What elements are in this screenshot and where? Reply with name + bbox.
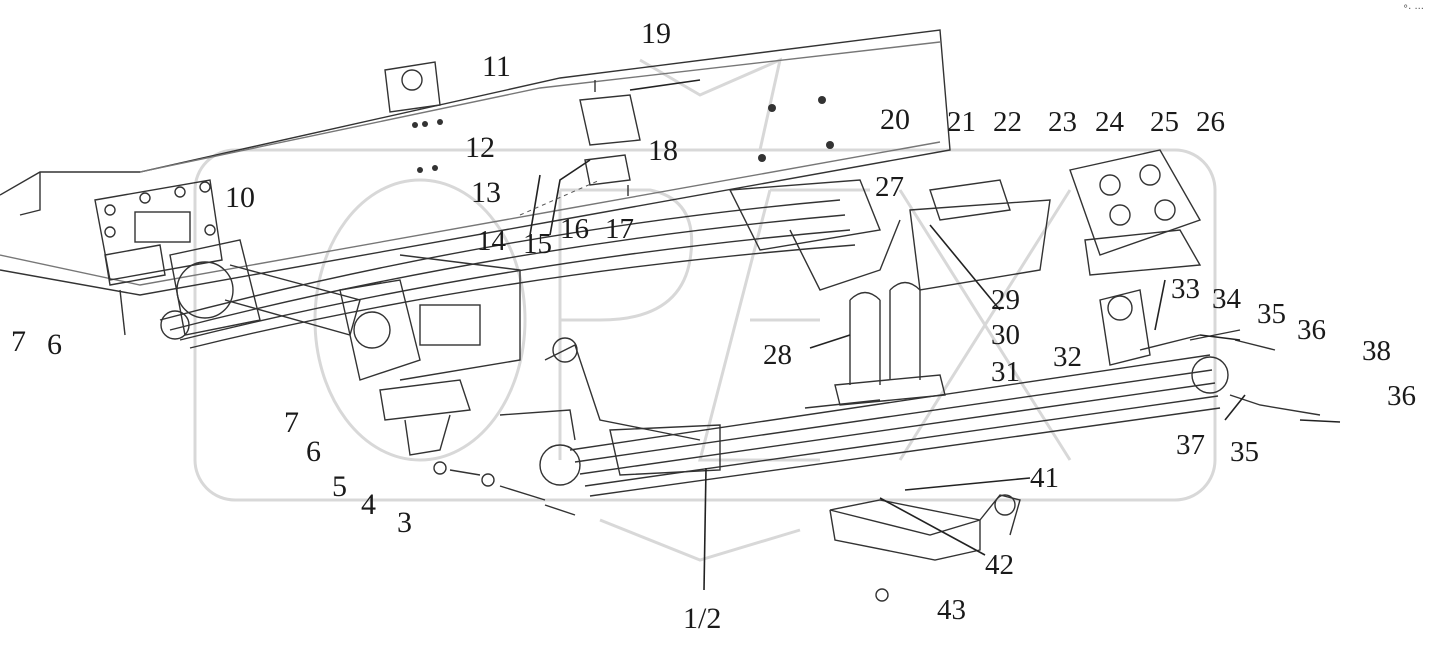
- axle-tube: [169, 239, 521, 456]
- callout-43: 43: [937, 594, 966, 626]
- callout-10: 10: [225, 181, 255, 214]
- callout-36-upper: 36: [1297, 314, 1326, 346]
- callout-15: 15: [523, 228, 552, 260]
- callout-34: 34: [1212, 283, 1241, 315]
- callout-38: 38: [1362, 335, 1391, 367]
- guide-line: [519, 179, 601, 216]
- shackle-parts: [1099, 289, 1321, 416]
- callout-14: 14: [477, 225, 506, 257]
- callout-17: 17: [605, 213, 634, 245]
- callout-24: 24: [1095, 106, 1124, 138]
- rear-hanger-bracket: [728, 149, 1202, 291]
- callout-31: 31: [991, 356, 1020, 388]
- front-hanger-bracket: [94, 179, 223, 336]
- callout-16: 16: [560, 213, 589, 245]
- callout-42: 42: [985, 549, 1014, 581]
- callout-32: 32: [1053, 341, 1082, 373]
- callout-21: 21: [947, 106, 976, 138]
- callout-35-upper: 35: [1257, 298, 1286, 330]
- callout-12: 12: [465, 131, 495, 164]
- callout-35-lower: 35: [1230, 436, 1259, 468]
- callout-20: 20: [880, 103, 910, 136]
- frame-rail: [0, 29, 951, 296]
- callout-19: 19: [641, 17, 671, 50]
- front-pin-set: [433, 461, 576, 516]
- callout-1-2: 1/2: [683, 602, 722, 635]
- callout-11: 11: [482, 50, 511, 83]
- drawing-lines: [0, 29, 1341, 602]
- callout-5: 5: [332, 470, 347, 503]
- frame-rivets: [412, 96, 834, 173]
- bump-stop: [579, 80, 641, 196]
- callout-30: 30: [991, 319, 1020, 351]
- callout-22: 22: [993, 106, 1022, 138]
- callout-37: 37: [1176, 429, 1205, 461]
- callout-6-left: 6: [47, 328, 62, 361]
- callout-18: 18: [648, 134, 678, 167]
- lower-axle-beam: [499, 337, 721, 476]
- leader-lines: [529, 79, 1341, 591]
- callout-27: 27: [875, 171, 904, 203]
- corner-mark: °· ···: [1403, 4, 1424, 15]
- u-bolts: [804, 281, 946, 409]
- callout-29: 29: [991, 284, 1020, 316]
- lower-leaf-spring: [539, 354, 1229, 497]
- callout-26: 26: [1196, 106, 1225, 138]
- callout-6-lower: 6: [306, 435, 321, 468]
- callout-28: 28: [763, 339, 792, 371]
- callout-7-lower: 7: [284, 406, 299, 439]
- callout-33: 33: [1171, 273, 1200, 305]
- callout-36-lower: 36: [1387, 380, 1416, 412]
- lower-spring-pad: [829, 494, 1021, 602]
- callout-13: 13: [471, 176, 501, 209]
- callout-7-left: 7: [11, 325, 26, 358]
- callout-23: 23: [1048, 106, 1077, 138]
- callout-25: 25: [1150, 106, 1179, 138]
- callout-3: 3: [397, 506, 412, 539]
- callout-4: 4: [361, 488, 376, 521]
- frame-bracket-11: [384, 61, 441, 113]
- callout-41: 41: [1030, 462, 1059, 494]
